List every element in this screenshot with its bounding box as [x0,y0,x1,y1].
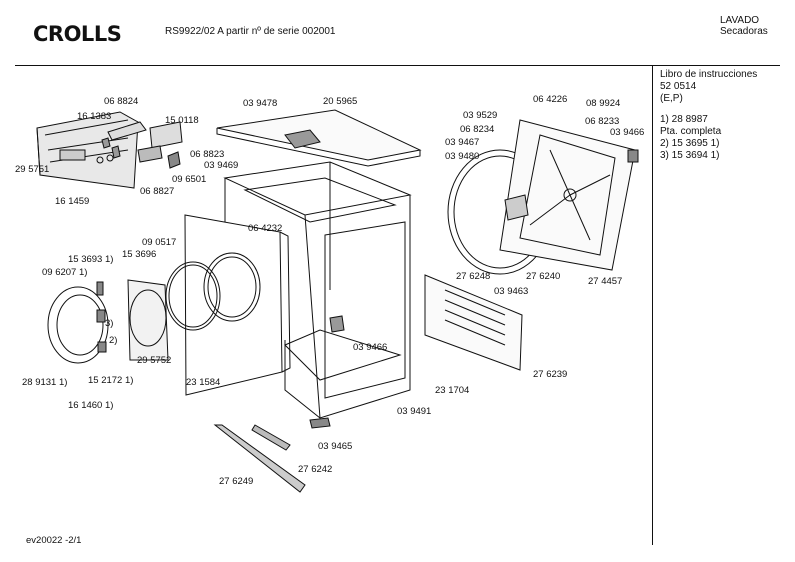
top-cover [216,109,422,167]
part-label: 27 6239 [533,369,568,380]
part-label: 06 8233 [585,116,620,127]
door-assembly [47,261,221,364]
part-label: 15 0118 [165,115,199,126]
part-label: 03 9466 [610,127,645,138]
part-label: 3) [105,318,114,329]
part-label: 03 9480 [445,151,480,162]
part-label: 2) [109,335,118,346]
part-label: 06 8823 [190,149,225,160]
switch-parts [101,121,183,169]
part-label: 03 9478 [243,98,278,109]
part-label: 03 9469 [204,160,239,171]
part-label: 03 9466 [353,342,388,353]
part-label: 27 6242 [298,464,333,475]
sidebar-line: Libro de instrucciones [660,69,758,80]
part-label: 06 4232 [248,223,283,234]
part-label: 23 1584 [186,377,221,388]
part-label: 03 9463 [494,286,529,297]
part-label: 27 6249 [219,476,254,487]
sidebar-line: 2) 15 3695 1) [660,138,720,149]
part-label: 03 9465 [318,441,353,452]
part-label: 28 9131 1) [22,377,68,388]
part-label: 09 6207 1) [42,267,88,278]
back-panel [424,274,523,371]
part-label: 06 8827 [140,186,175,197]
sidebar-line: 1) 28 8987 [660,114,708,125]
part-label: 09 6501 [172,174,207,185]
part-label: 09 0517 [142,237,177,248]
sidebar-line: (E,P) [660,93,683,104]
part-label: 16 1383 [77,111,112,122]
part-label: 08 9924 [586,98,621,109]
part-label: 15 2172 1) [88,375,134,386]
sidebar-line: 3) 15 3694 1) [660,150,720,161]
part-label: 06 4226 [533,94,568,105]
part-label: 03 9529 [463,110,498,121]
part-label: 20 5965 [323,96,358,107]
part-label: 27 6240 [526,271,561,282]
front-panel [184,214,291,396]
rear-drum-assembly [447,119,639,275]
part-label: 29 5751 [15,164,50,175]
header-divider [15,65,780,66]
sidebar-line: Pta. completa [660,126,722,137]
part-label: 03 9467 [445,137,480,148]
brand-logo: CROLLS [33,22,122,46]
base-rails [213,417,331,493]
sidebar-divider [652,65,653,545]
part-label: 27 6248 [456,271,491,282]
part-label: 15 3693 1) [68,254,114,265]
category-subtitle: Secadoras [720,26,768,37]
part-label: 16 1459 [55,196,90,207]
part-label: 06 8824 [104,96,139,107]
footer-code: ev20022 -2/1 [26,535,82,546]
part-label: 29 5752 [137,355,172,366]
model-line: RS9922/02 A partir nº de serie 002001 [165,26,336,37]
control-panel [36,111,139,189]
category-title: LAVADO [720,15,760,26]
part-label: 16 1460 1) [68,400,114,411]
part-label: 06 8234 [460,124,495,135]
part-label: 23 1704 [435,385,470,396]
sidebar-line: 52 0514 [660,81,697,92]
part-label: 15 3696 [122,249,157,260]
part-label: 27 4457 [588,276,623,287]
part-label: 03 9491 [397,406,432,417]
